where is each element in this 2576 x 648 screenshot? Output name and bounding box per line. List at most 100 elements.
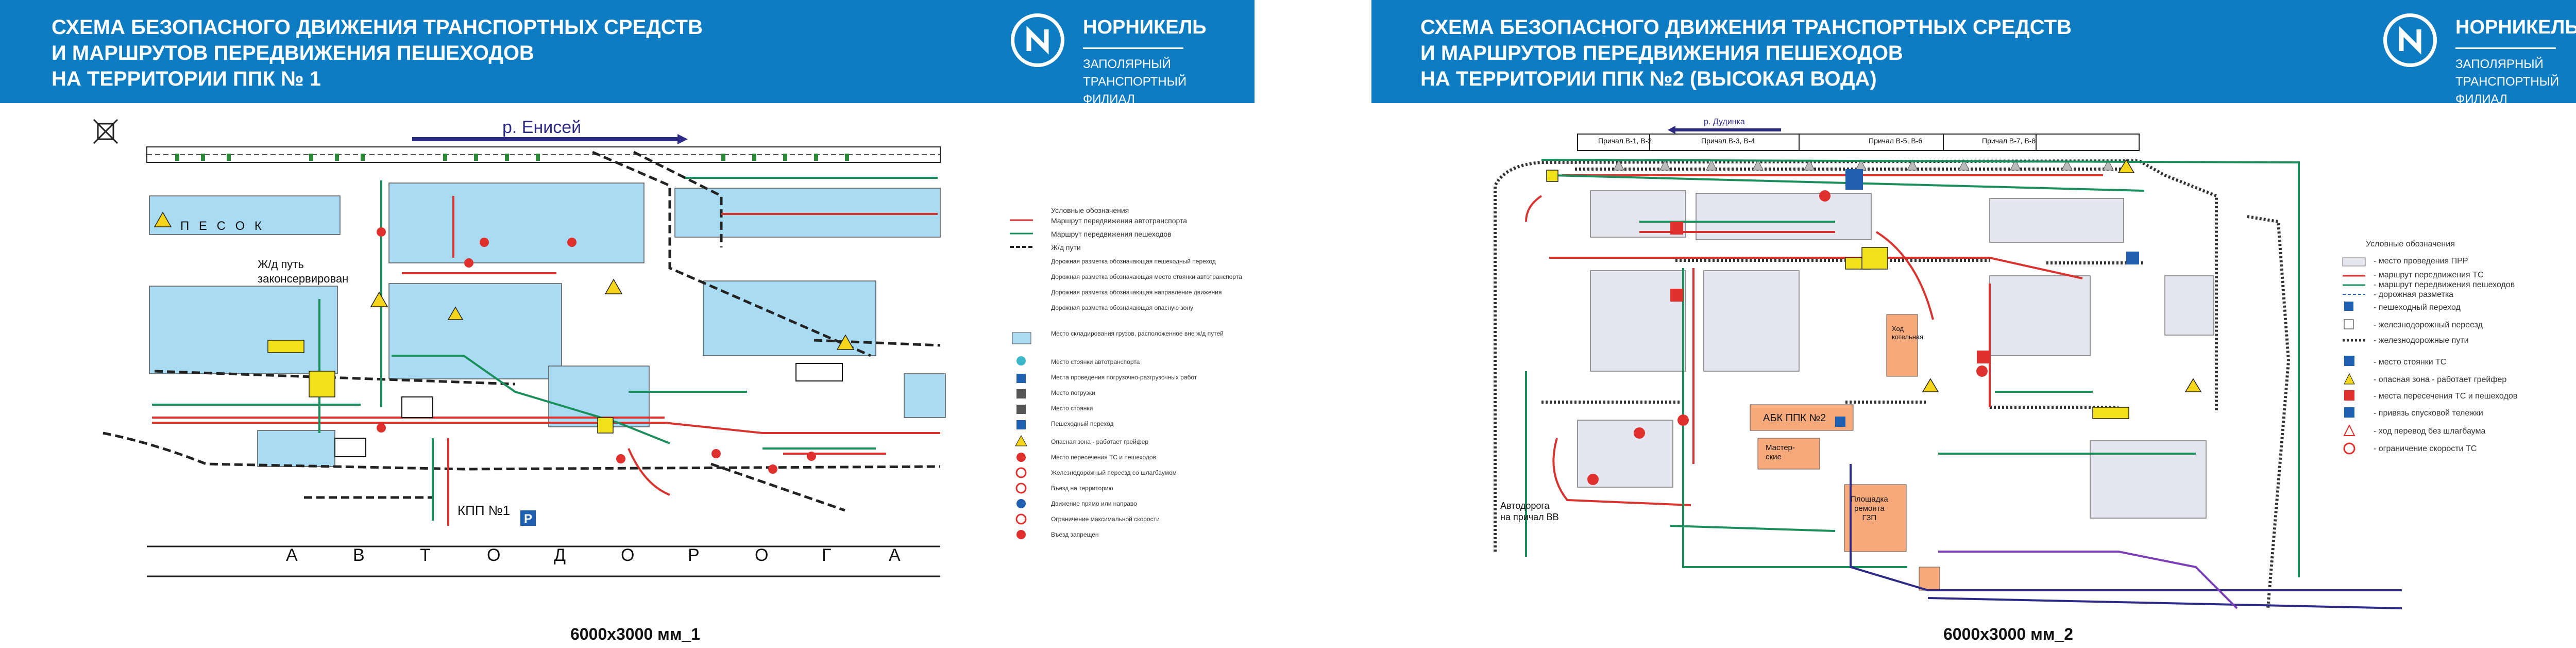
legend-item: Дорожная разметка обозначающая пешеходны… bbox=[1051, 258, 1216, 265]
road-label: Автодорога на причал ВВ bbox=[1500, 501, 1559, 522]
pit-building bbox=[1844, 484, 1907, 552]
panel1-title-line-1: СХЕМА БЕЗОПАСНОГО ДВИЖЕНИЯ ТРАНСПОРТНЫХ … bbox=[52, 16, 703, 39]
highway-letter: В bbox=[353, 545, 365, 565]
rail-note-2: законсервирован bbox=[258, 272, 349, 285]
legend-item: Место погрузки bbox=[1051, 389, 1095, 396]
workshop-building bbox=[1757, 438, 1820, 470]
legend-item: Пешеходный переход bbox=[1051, 420, 1114, 427]
sand-label: П Е С О К bbox=[180, 219, 265, 233]
parking-sign-icon bbox=[520, 510, 536, 526]
legend-item: Места проведения погрузочно-разгрузочных… bbox=[1051, 374, 1197, 381]
berth-label-4: Причал В-7, В-8 bbox=[1982, 137, 2036, 145]
highway-letter: Т bbox=[420, 545, 431, 565]
parking-letter: P bbox=[524, 512, 532, 526]
panel2-title-line-3: НА ТЕРРИТОРИИ ППК №2 (ВЫСОКАЯ ВОДА) bbox=[1420, 68, 1877, 90]
legend-item: Въезд на территорию bbox=[1051, 485, 1113, 492]
legend-item: - ограничение скорости ТС bbox=[2374, 444, 2477, 453]
logo-line-1: ЗАПОЛЯРНЫЙ bbox=[2455, 57, 2544, 71]
legend-title: Условные обозначения bbox=[2366, 240, 2455, 248]
logo-name: НОРНИКЕЛЬ bbox=[2455, 16, 2576, 38]
legend-item: - дорожная разметка bbox=[2374, 290, 2454, 299]
river-label: р. Дудинка bbox=[1704, 118, 1745, 126]
river-label: р. Енисей bbox=[502, 118, 582, 137]
crane-markers bbox=[1613, 159, 2114, 171]
legend-item: - пешеходный переход bbox=[2374, 303, 2461, 312]
logo-divider bbox=[1083, 47, 1183, 49]
berth-label-2: Причал В-3, В-4 bbox=[1701, 137, 1755, 145]
highway-letter: Г bbox=[822, 545, 832, 565]
purple-route bbox=[1938, 551, 2238, 609]
checkpoint-label: КПП №1 bbox=[457, 503, 511, 518]
highway-letter: Р bbox=[688, 545, 700, 565]
legend-item: Дорожная разметка обозначающая место сто… bbox=[1051, 273, 1242, 280]
legend-item: Место стоянки bbox=[1051, 405, 1093, 412]
legend-item: Место стоянки автотранспорта bbox=[1051, 358, 1140, 365]
crane-markers bbox=[175, 154, 849, 161]
small-building bbox=[1919, 567, 1940, 591]
boiler-label: Ход котельная bbox=[1892, 325, 1924, 341]
nornickel-logo-icon bbox=[2383, 13, 2437, 67]
logo-name: НОРНИКЕЛЬ bbox=[1083, 16, 1207, 38]
highway-letter: О bbox=[621, 545, 635, 565]
legend-item: Место пересечения ТС и пешеходов bbox=[1051, 454, 1156, 461]
panel2-site-plan bbox=[1494, 126, 2402, 609]
crossing-markers bbox=[377, 227, 816, 474]
logo-line-3: ФИЛИАЛ bbox=[2455, 92, 2507, 106]
legend-item: - привязь спусковой тележки bbox=[2374, 409, 2483, 418]
yellow-tags bbox=[1546, 170, 2129, 419]
logo-line-2: ТРАНСПОРТНЫЙ bbox=[2455, 75, 2560, 89]
legend-item: Ж/д пути bbox=[1051, 243, 1081, 252]
hazard-triangles bbox=[154, 211, 855, 350]
panel-ppk-2: СХЕМА БЕЗОПАСНОГО ДВИЖЕНИЯ ТРАНСПОРТНЫХ … bbox=[1371, 0, 2576, 619]
highway-letter: А bbox=[889, 545, 901, 565]
blue-markers bbox=[1835, 169, 2139, 427]
boiler-building bbox=[1886, 314, 1918, 377]
panel1-title-line-2: И МАРШРУТОВ ПЕРЕДВИЖЕНИЯ ПЕШЕХОДОВ bbox=[52, 42, 534, 64]
compass-icon bbox=[93, 119, 118, 144]
legend-item: - маршрут передвижения ТС bbox=[2374, 271, 2484, 279]
legend-item: Въезд запрещен bbox=[1051, 531, 1099, 538]
berth-label-3: Причал В-5, В-6 bbox=[1869, 137, 1923, 145]
legend-item: - ход перевод без шлагбаума bbox=[2374, 427, 2486, 436]
yellow-signs bbox=[267, 340, 614, 434]
berth-label-1: Причал В-1, В-2 bbox=[1598, 137, 1652, 145]
highway-letter: А bbox=[286, 545, 298, 565]
legend-item: Движение прямо или направо bbox=[1051, 500, 1137, 507]
vehicle-routes bbox=[1525, 174, 2103, 506]
legend-item: Дорожная разметка обозначающая опасную з… bbox=[1051, 304, 1193, 311]
legend-item: - маршрут передвижения пешеходов bbox=[2374, 280, 2515, 289]
panel2-title-line-2: И МАРШРУТОВ ПЕРЕДВИЖЕНИЯ ПЕШЕХОДОВ bbox=[1420, 42, 1903, 64]
nornickel-logo-icon bbox=[1011, 13, 1064, 67]
panel1-site-plan: P bbox=[93, 119, 946, 577]
legend-item: Опасная зона - работает грейфер bbox=[1051, 438, 1149, 445]
legend-title: Условные обозначения bbox=[1051, 206, 1129, 214]
panel1-title: СХЕМА БЕЗОПАСНОГО ДВИЖЕНИЯ ТРАНСПОРТНЫХ … bbox=[52, 14, 703, 92]
logo-divider bbox=[2455, 47, 2556, 49]
highway-letter: О bbox=[487, 545, 501, 565]
red-markers bbox=[1587, 190, 1990, 485]
panel2-caption: 6000x3000 мм_2 bbox=[1943, 625, 2073, 643]
road-route bbox=[1850, 464, 2402, 609]
legend-item: - железнодорожные пути bbox=[2374, 336, 2469, 345]
panel2-header: СХЕМА БЕЗОПАСНОГО ДВИЖЕНИЯ ТРАНСПОРТНЫХ … bbox=[1371, 0, 2576, 106]
highway-letter: О bbox=[755, 545, 769, 565]
abk-label: АБК ППК №2 bbox=[1763, 412, 1826, 424]
legend-symbols bbox=[1010, 219, 1033, 539]
workshop-label: Мастер- ские bbox=[1766, 443, 1795, 461]
panel2-title: СХЕМА БЕЗОПАСНОГО ДВИЖЕНИЯ ТРАНСПОРТНЫХ … bbox=[1420, 14, 2072, 92]
panel1-header: СХЕМА БЕЗОПАСНОГО ДВИЖЕНИЯ ТРАНСПОРТНЫХ … bbox=[0, 0, 1255, 106]
pedestrian-routes bbox=[1525, 159, 2300, 577]
storage-areas bbox=[149, 182, 946, 467]
legend-symbols bbox=[2342, 257, 2366, 455]
legend-item: Дорожная разметка обозначающая направлен… bbox=[1051, 289, 1222, 296]
rail-note-1: Ж/д путь bbox=[258, 258, 304, 271]
legend-item: Железнодорожный переезд со шлагбаумом bbox=[1051, 469, 1177, 476]
legend-item: - опасная зона - работает грейфер bbox=[2374, 375, 2507, 384]
legend-item: - место проведения ПРР bbox=[2374, 257, 2468, 265]
legend-item: - место стоянки ТС bbox=[2374, 358, 2447, 367]
pedestrian-routes bbox=[152, 177, 938, 521]
legend-item: Маршрут передвижения пешеходов bbox=[1051, 230, 1172, 238]
logo-line-3: ФИЛИАЛ bbox=[1083, 92, 1135, 106]
legend-item: Маршрут передвижения автотранспорта bbox=[1051, 217, 1188, 225]
logo-line-1: ЗАПОЛЯРНЫЙ bbox=[1083, 57, 1171, 71]
